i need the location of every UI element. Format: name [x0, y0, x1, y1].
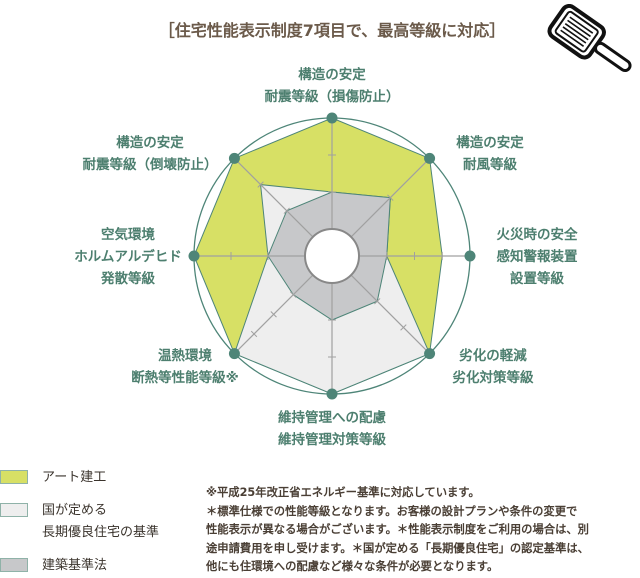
axis-line [350, 274, 431, 355]
axis-label-line: 火災時の安全 [496, 227, 578, 243]
axis-label-line: 劣化の軽減 [459, 348, 527, 364]
axis-label-line: 耐風等級 [463, 157, 517, 173]
legend-swatch [0, 558, 28, 572]
legend-item-long-life-standard [0, 500, 28, 517]
legend-label: 長期優良住宅の基準 [42, 525, 160, 540]
axis-label: 構造の安定耐風等級 [400, 132, 580, 176]
axis-label-line: 維持管理への配慮 [278, 410, 386, 426]
footnote-line: ＊標準仕様での性能等級となります。お客様の設計プランや条件の変更で [206, 504, 578, 518]
footnote-line: 途申請費用を申し受けます。＊国が定める「長期優良住宅」の認定基準は、 [206, 541, 589, 555]
axis-label: 維持管理への配慮維持管理対策等級 [242, 407, 422, 451]
brush-icon [547, 4, 632, 73]
axis-tick [400, 324, 407, 331]
axis-label: 温熱環境断熱等性能等級※ [95, 345, 275, 389]
axis-end-dot [228, 152, 240, 164]
footnote-line: 性能表示が異なる場合がございます。＊性能表示制度をご利用の場合は、別 [206, 523, 589, 536]
axis-label: 構造の安定耐震等級（損傷防止） [242, 64, 422, 108]
axis-label-line: 構造の安定 [116, 135, 184, 151]
axis-label: 空気環境ホルムアルデヒド発散等級 [38, 224, 218, 290]
radar-chart [188, 112, 476, 400]
axis-label: 劣化の軽減劣化対策等級 [403, 345, 583, 389]
axis-end-dot [424, 152, 436, 164]
axis-end-dot [188, 250, 200, 262]
chart-title: ［住宅性能表示制度7項目で、最高等級に対応］ [158, 21, 506, 40]
axis-tick [290, 291, 297, 298]
axis-tick [283, 207, 290, 214]
axis-line [233, 157, 314, 238]
axis-end-dot [228, 348, 240, 360]
axis-label-line: 構造の安定 [298, 67, 366, 83]
axis-label-line: 耐震等級（損傷防止） [264, 89, 400, 105]
footnote-line: ※平成25年改正省エネルギー基準に対応しています。 [206, 486, 480, 499]
axis-end-dot [424, 348, 436, 360]
axis-tick [270, 311, 277, 318]
axis-tick [387, 194, 394, 201]
axis-label-line: 維持管理対策等級 [278, 432, 386, 448]
axis-end-dot [464, 250, 476, 262]
axis-end-dot [326, 388, 338, 400]
axis-label-line: 劣化対策等級 [452, 370, 534, 386]
axis-label-line: ホルムアルデヒド [74, 249, 182, 265]
axis-tick [250, 330, 258, 338]
axis-tick [374, 298, 381, 305]
center-hole [304, 228, 360, 284]
axis-label-line: 感知警報装置 [496, 249, 578, 265]
legend-swatch [0, 503, 28, 517]
axis-label-line: 空気環境 [101, 227, 155, 243]
legend-label: アート建工 [42, 470, 107, 485]
legend-label: 国が定める [42, 503, 108, 518]
axis-label-line: 構造の安定 [456, 135, 524, 151]
axis-label-line: 断熱等性能等級※ [131, 370, 239, 386]
footnote-line: 他にも住環境への配慮など様々な条件が必要となります。 [206, 560, 499, 573]
axis-label-line: 温熱環境 [158, 348, 212, 364]
axis-label-line: 発散等級 [101, 271, 155, 287]
legend-label: 建築基準法 [42, 558, 108, 573]
axis-label: 火災時の安全感知警報装置設置等級 [447, 224, 627, 290]
axis-end-dot [326, 112, 338, 124]
axis-tick [257, 181, 264, 188]
legend-item-building-standard-law [0, 555, 28, 572]
legend-swatch [0, 470, 28, 484]
legend-item-art-kenko [0, 467, 28, 484]
axis-label-line: 耐震等級（倒壊防止） [82, 157, 218, 173]
footnotes: ※平成25年改正省エネルギー基準に対応しています。 ＊標準仕様での性能等級となり… [206, 484, 589, 577]
axis-label-line: 設置等級 [510, 271, 564, 287]
axis-label: 構造の安定耐震等級（倒壊防止） [60, 132, 240, 176]
